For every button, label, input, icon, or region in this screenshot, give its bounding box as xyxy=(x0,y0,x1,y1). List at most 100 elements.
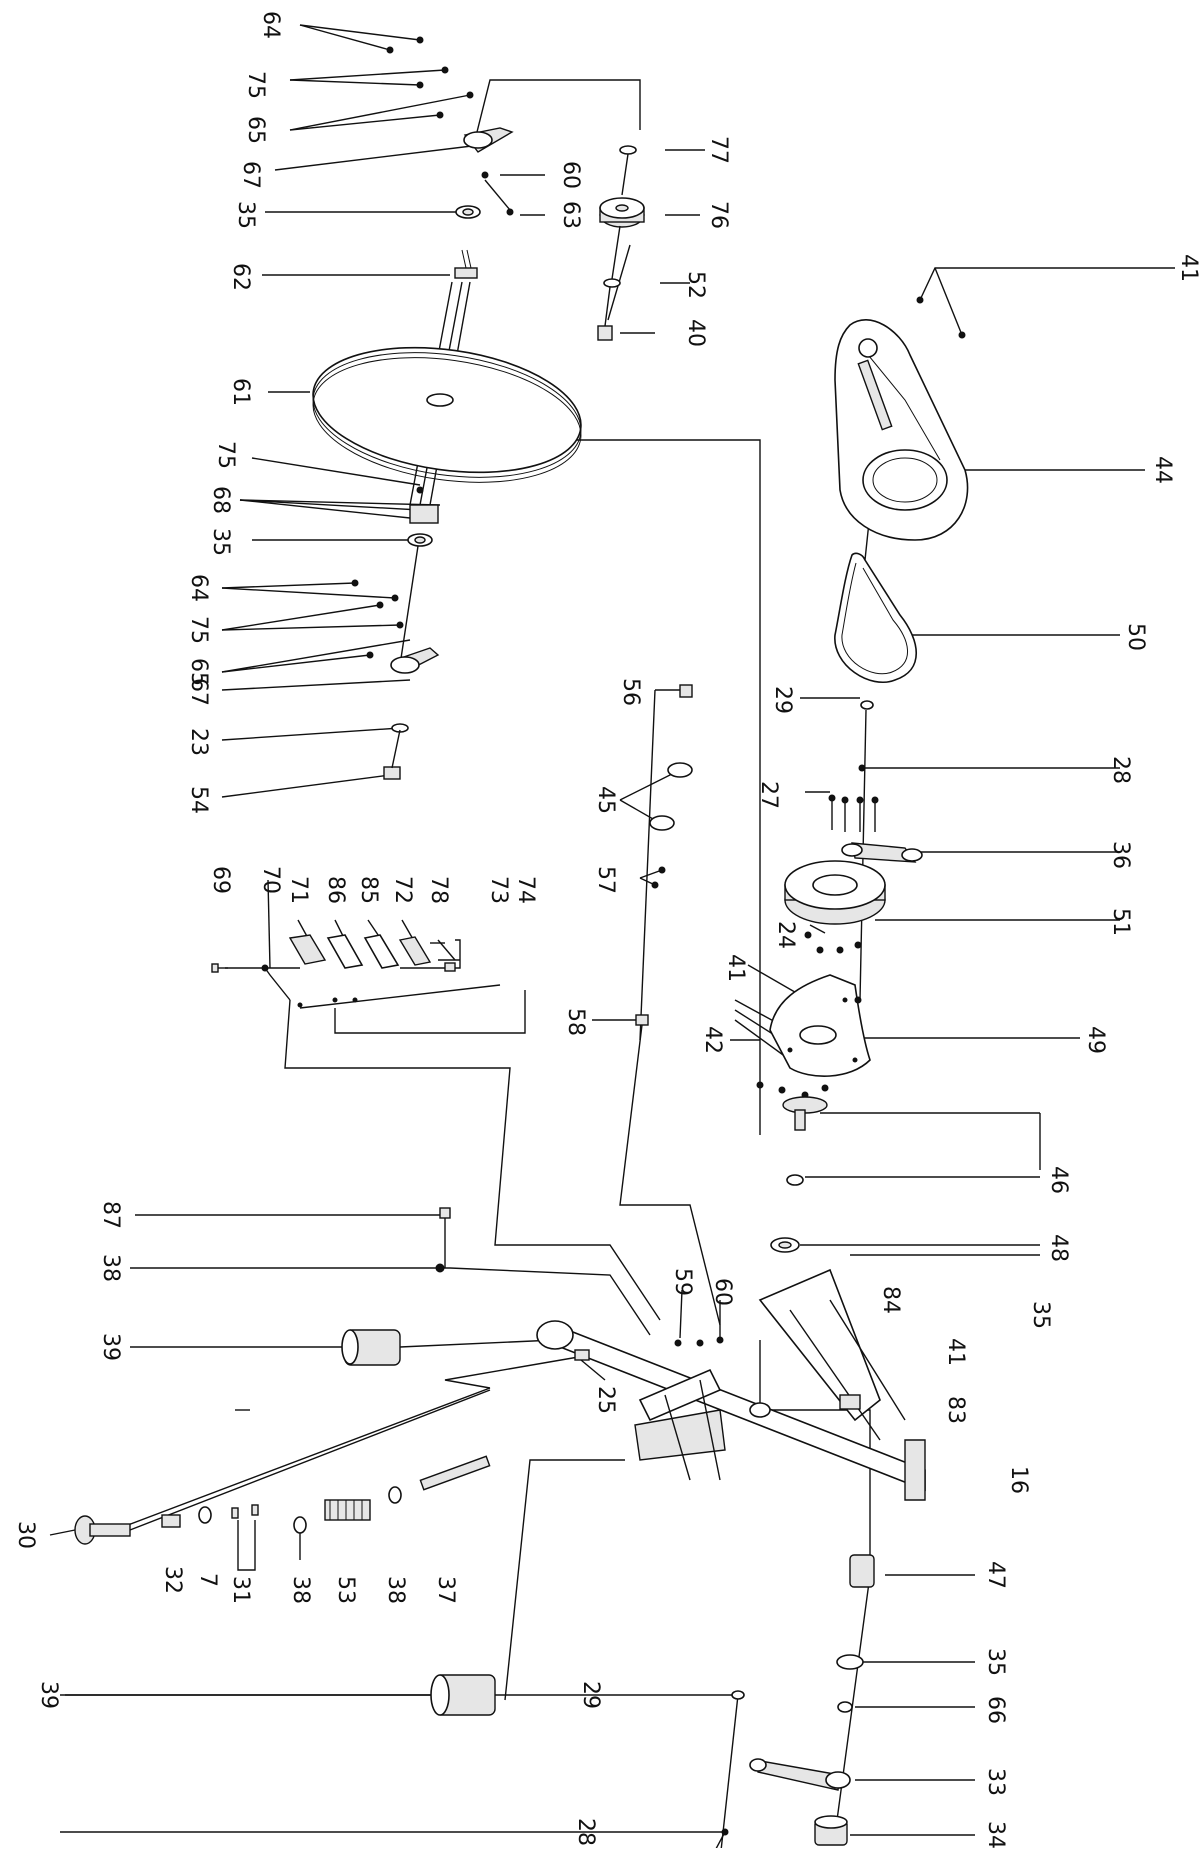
callout-label: 28 xyxy=(573,1818,598,1846)
cap-54 xyxy=(383,766,401,780)
callout-label: 71 xyxy=(286,876,311,904)
callout-label: 57 xyxy=(593,866,618,894)
callout-label: 64 xyxy=(258,11,283,39)
plate-49 xyxy=(769,974,871,1077)
pulley-51 xyxy=(784,860,886,925)
callout-label: 46 xyxy=(1046,1166,1071,1194)
bolt-40 xyxy=(597,325,613,341)
callout-label: 86 xyxy=(323,876,348,904)
bolt-60-frame xyxy=(716,1336,724,1344)
crank-arm-67-upper xyxy=(386,36,514,216)
callout-label: 36 xyxy=(1108,841,1133,869)
bushing-45-b xyxy=(649,815,675,831)
end-cap-39-top xyxy=(341,1329,401,1366)
callout-label: 63 xyxy=(558,201,583,229)
callout-label: 38 xyxy=(383,1576,408,1604)
callout-label: 40 xyxy=(683,319,708,347)
callout-label: 31 xyxy=(228,1576,253,1604)
callout-label: 48 xyxy=(1046,1234,1071,1262)
callout-label: 66 xyxy=(983,1696,1008,1724)
washer-7 xyxy=(198,1506,212,1524)
nut-58 xyxy=(635,1014,649,1026)
callout-label: 62 xyxy=(228,263,253,291)
callout-label: 68 xyxy=(208,486,233,514)
washer-77 xyxy=(619,145,637,155)
callout-label: 51 xyxy=(1108,908,1133,936)
callout-label: 28 xyxy=(1108,756,1133,784)
washer-38-a xyxy=(293,1516,307,1534)
callout-label: 60 xyxy=(710,1278,735,1306)
callout-label: 41 xyxy=(1176,254,1201,282)
callout-label: 56 xyxy=(618,678,643,706)
callout-label: 70 xyxy=(258,866,283,894)
bolt-25 xyxy=(574,1349,590,1361)
nut-31-b xyxy=(251,1504,259,1516)
callout-label: 54 xyxy=(186,786,211,814)
callout-label: 60 xyxy=(558,161,583,189)
callout-label: 67 xyxy=(186,678,211,706)
callout-label: 25 xyxy=(593,1386,618,1414)
callout-label: 67 xyxy=(238,161,263,189)
leader-lines xyxy=(49,24,1175,1853)
washer-38-b xyxy=(388,1486,402,1504)
bolt-59 xyxy=(674,1339,682,1347)
callout-label: 39 xyxy=(36,1681,61,1709)
nut-29-bottom xyxy=(731,1690,745,1700)
callout-label: 38 xyxy=(288,1576,313,1604)
callout-label: 41 xyxy=(723,954,748,982)
callout-label: 45 xyxy=(593,786,618,814)
callout-label: 64 xyxy=(186,574,211,602)
callout-label: 65 xyxy=(186,658,211,686)
adjuster-knob-30 xyxy=(74,1515,131,1545)
crank-arm-67-lower xyxy=(351,579,440,674)
flywheel-61 xyxy=(312,346,582,483)
nut-29-top xyxy=(860,700,874,710)
belt-50 xyxy=(834,552,918,683)
callout-label: 35 xyxy=(1028,1301,1053,1329)
nut-24 xyxy=(804,931,812,939)
callout-label: 77 xyxy=(706,136,731,164)
callout-labels: 64 75 65 67 35 60 63 62 61 75 68 35 64 7… xyxy=(13,11,1201,1849)
callout-label: 49 xyxy=(1083,1026,1108,1054)
callout-label: 87 xyxy=(98,1201,123,1229)
callout-label: 16 xyxy=(1006,1466,1031,1494)
callout-label: 76 xyxy=(706,201,731,229)
callout-label: 75 xyxy=(186,616,211,644)
callout-label: 27 xyxy=(756,781,781,809)
callout-label: 78 xyxy=(426,876,451,904)
spacer-47 xyxy=(849,1554,875,1588)
hub-46 xyxy=(782,1096,828,1131)
callout-label: 84 xyxy=(878,1286,903,1314)
callout-label: 53 xyxy=(333,1576,358,1604)
spring-53 xyxy=(324,1499,371,1521)
callout-label: 41 xyxy=(943,1338,968,1366)
pulley-76 xyxy=(599,197,645,228)
callout-label: 74 xyxy=(513,876,538,904)
sleeve-32 xyxy=(161,1514,181,1528)
callout-label: 65 xyxy=(243,116,268,144)
washer-52 xyxy=(603,278,621,288)
callout-label: 83 xyxy=(943,1396,968,1424)
callout-label: 59 xyxy=(670,1268,695,1296)
crank-36 xyxy=(828,794,923,863)
callout-label: 58 xyxy=(563,1008,588,1036)
callout-label: 72 xyxy=(390,876,415,904)
parts xyxy=(74,36,969,1846)
callout-label: 75 xyxy=(243,71,268,99)
callout-label: 7 xyxy=(195,1573,220,1587)
cap-87 xyxy=(439,1207,451,1219)
callout-label: 73 xyxy=(486,876,511,904)
callout-label: 37 xyxy=(433,1576,458,1604)
bolt-41-plate xyxy=(854,996,862,1004)
callout-label: 44 xyxy=(1150,456,1175,484)
shaft-37 xyxy=(419,1455,491,1491)
nut-31-a xyxy=(231,1507,239,1519)
callout-label: 32 xyxy=(160,1566,185,1594)
callout-label: 61 xyxy=(228,378,253,406)
callout-label: 24 xyxy=(773,921,798,949)
callout-label: 50 xyxy=(1123,623,1148,651)
pedal-34 xyxy=(814,1815,848,1846)
washer-48 xyxy=(786,1174,804,1186)
